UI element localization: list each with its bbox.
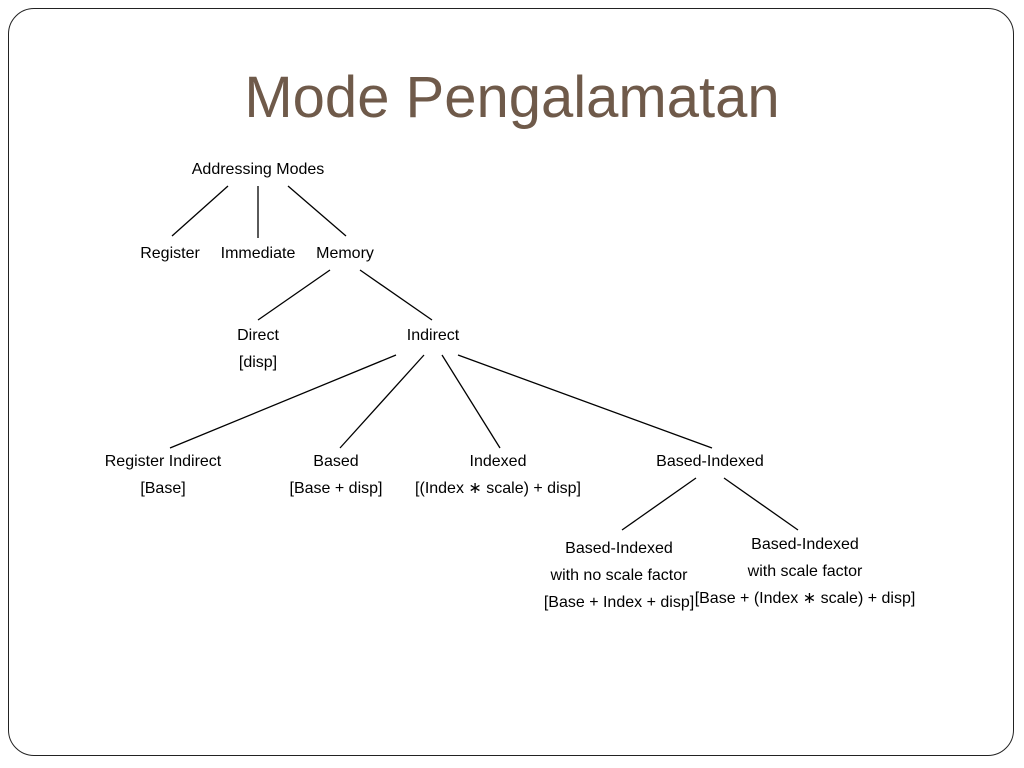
- node-indexed: Indexed [(Index ∗ scale) + disp]: [415, 448, 581, 502]
- node-register-indirect: Register Indirect [Base]: [105, 448, 222, 502]
- node-subtitle: with scale factor: [747, 563, 863, 580]
- edge-root-memory: [287, 185, 347, 237]
- edge-indirect-indexed: [441, 354, 501, 449]
- node-label: Indexed: [469, 453, 527, 470]
- edge-memory-indirect: [359, 269, 433, 321]
- node-based: Based [Base + disp]: [290, 448, 383, 502]
- slide-title: Mode Pengalamatan: [244, 65, 780, 130]
- node-based-indexed: Based-Indexed: [656, 448, 764, 475]
- edge-indirect-based-indexed: [457, 354, 713, 449]
- node-label: Addressing Modes: [191, 161, 325, 178]
- node-label: Register: [140, 245, 200, 262]
- edge-based-indexed-no-scale: [621, 477, 697, 531]
- node-register: Register: [140, 240, 200, 267]
- node-formula: [Base + disp]: [289, 480, 383, 497]
- node-label: Based-Indexed: [565, 540, 673, 557]
- node-addressing-modes: Addressing Modes: [192, 156, 325, 183]
- node-label: Indirect: [406, 327, 460, 344]
- node-label: Memory: [316, 245, 374, 262]
- node-label: Based-Indexed: [656, 453, 764, 470]
- node-label: Direct: [237, 327, 279, 344]
- edge-indirect-based: [339, 354, 425, 449]
- node-formula: [Base + (Index ∗ scale) + disp]: [694, 590, 916, 607]
- node-formula: [Base]: [140, 480, 186, 497]
- edge-root-register: [171, 185, 229, 237]
- node-subtitle: with no scale factor: [550, 567, 688, 584]
- node-immediate: Immediate: [221, 240, 296, 267]
- edge-indirect-register-indirect: [169, 354, 397, 449]
- slide-frame: [8, 8, 1014, 756]
- node-label: Immediate: [220, 245, 296, 262]
- node-based-indexed-no-scale: Based-Indexed with no scale factor [Base…: [544, 535, 694, 616]
- edge-based-indexed-scale: [723, 477, 799, 531]
- edge-memory-direct: [257, 269, 331, 321]
- node-label: Register Indirect: [104, 453, 222, 470]
- node-formula: [Base + Index + disp]: [543, 594, 695, 611]
- node-indirect: Indirect: [407, 322, 459, 349]
- node-formula: [(Index ∗ scale) + disp]: [415, 480, 581, 497]
- node-formula: [disp]: [238, 354, 278, 371]
- node-label: Based: [313, 453, 359, 470]
- node-direct: Direct [disp]: [237, 322, 279, 376]
- node-label: Based-Indexed: [751, 536, 859, 553]
- node-memory: Memory: [316, 240, 374, 267]
- node-based-indexed-scale: Based-Indexed with scale factor [Base + …: [695, 531, 916, 612]
